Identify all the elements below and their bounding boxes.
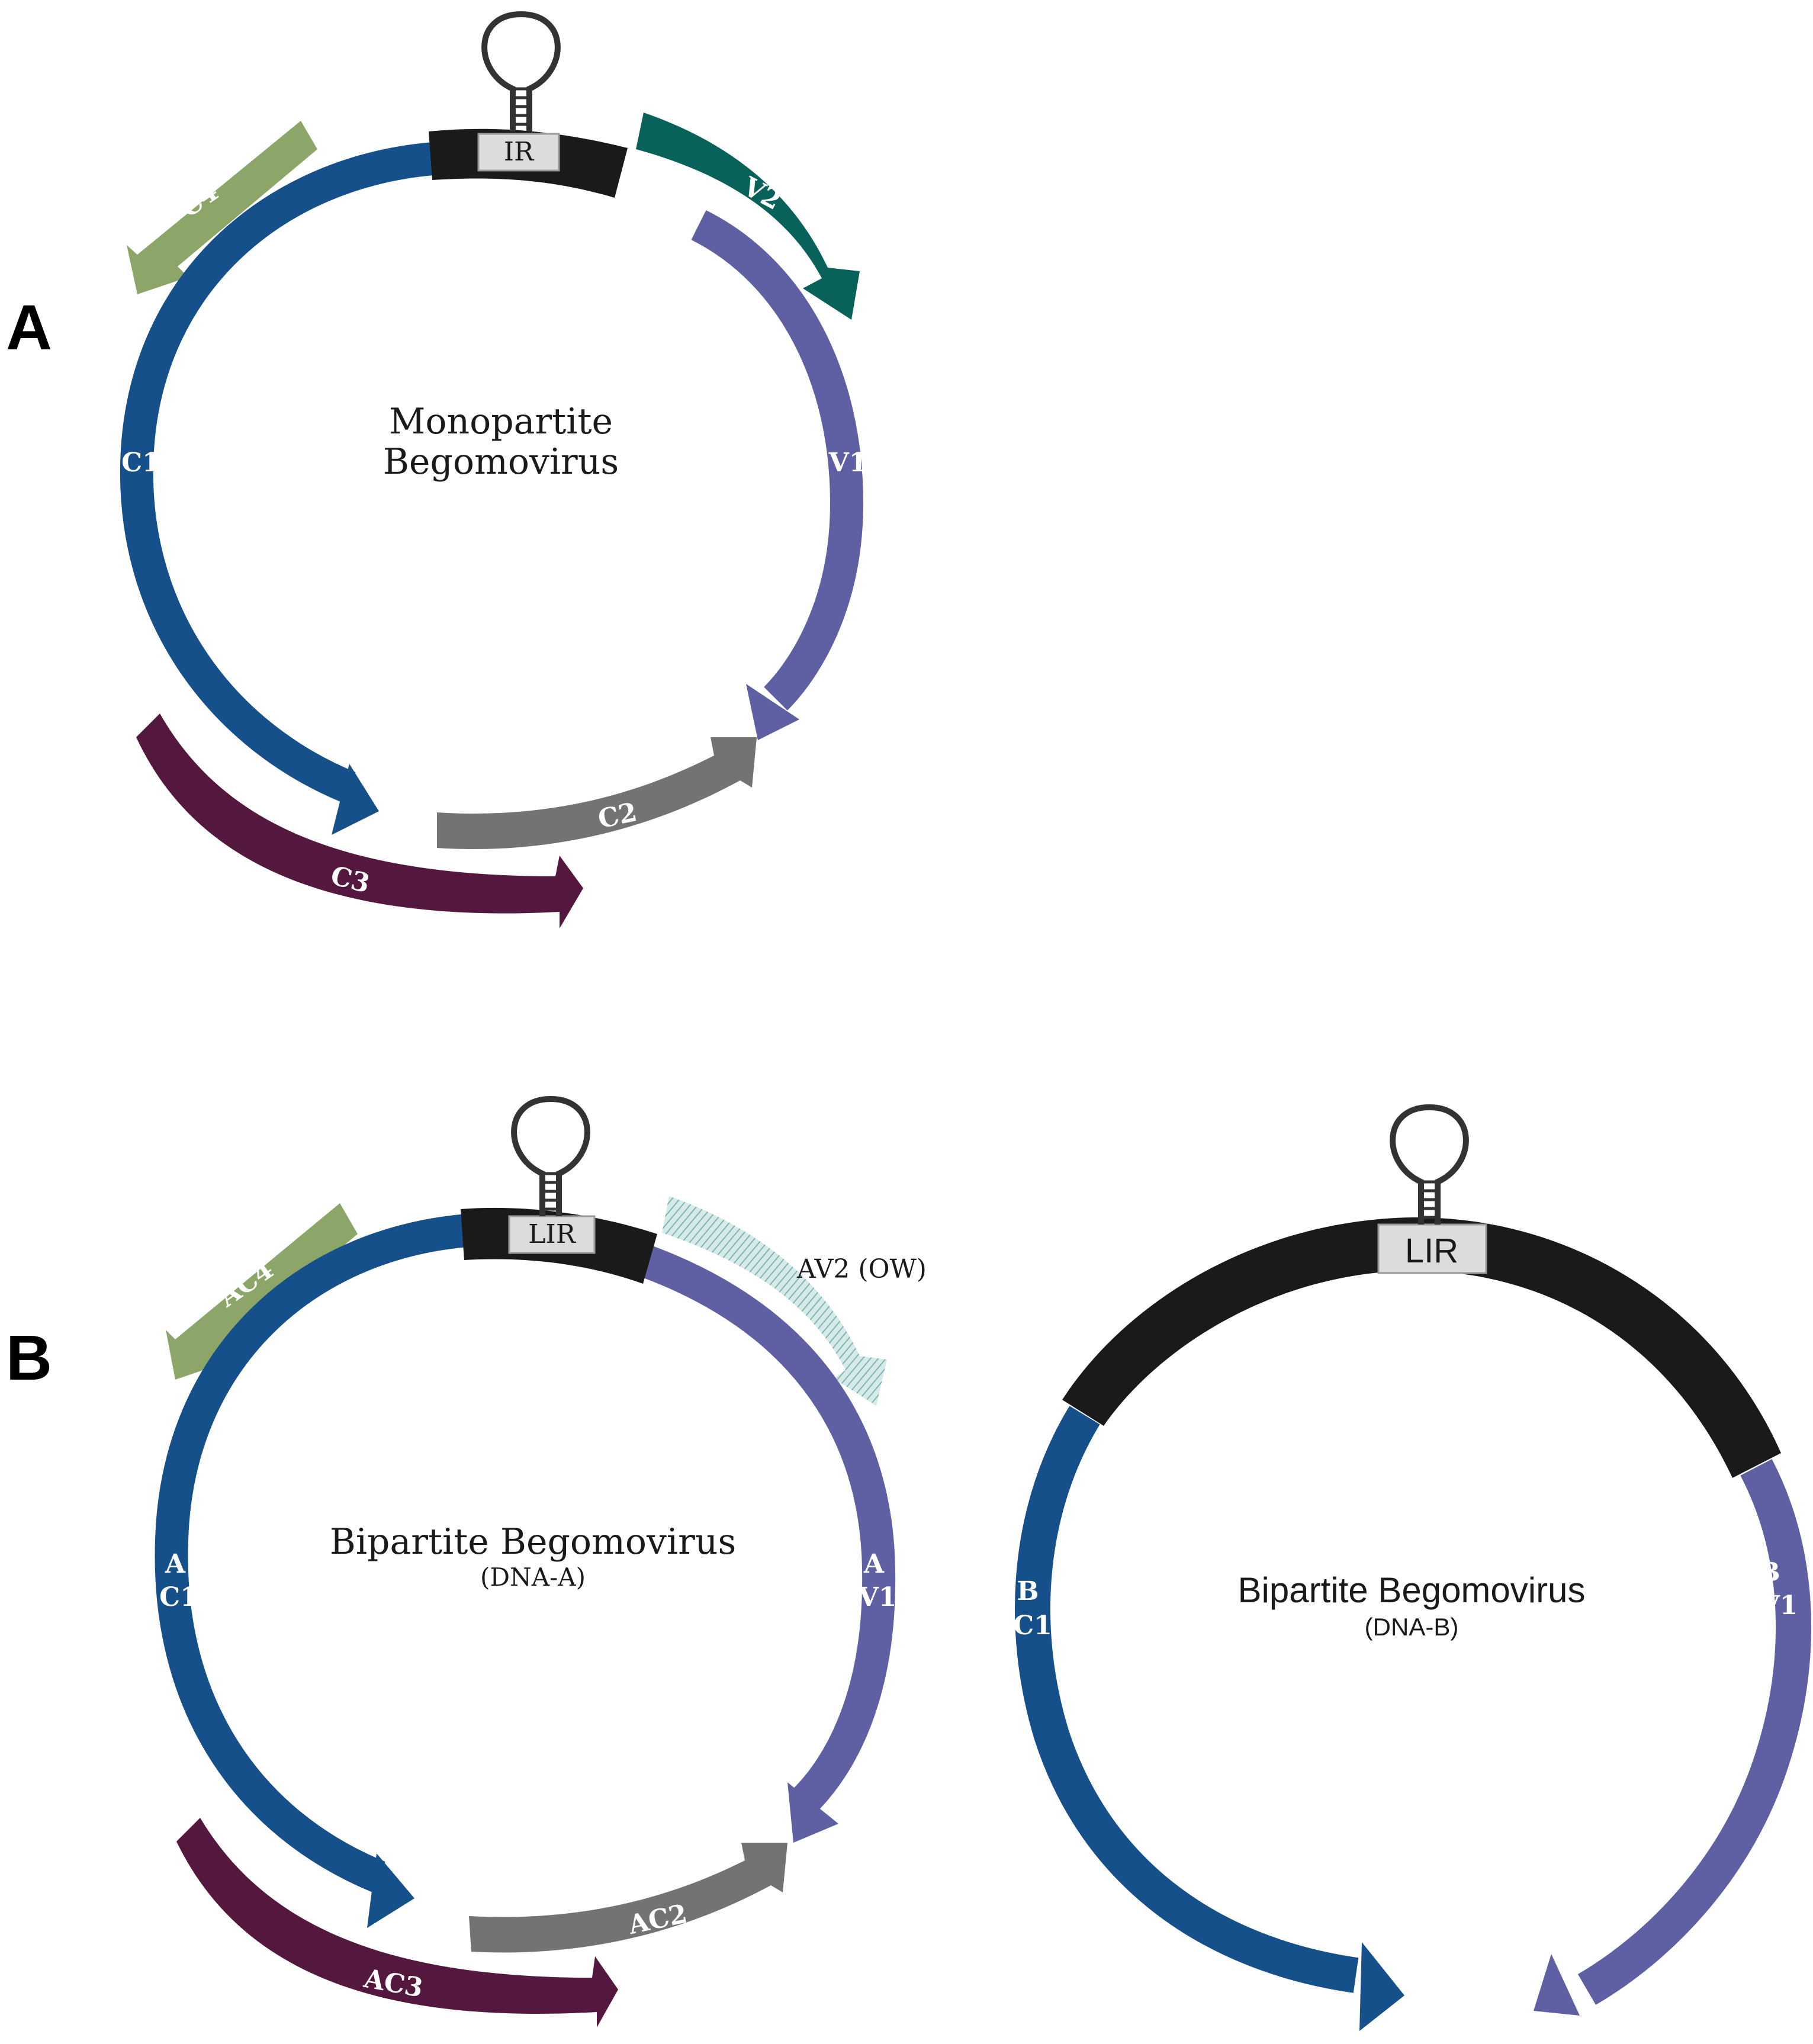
panel-letter-b: B <box>6 1322 52 1393</box>
lir-block-b <box>1062 1217 1781 1478</box>
ir-label-box <box>477 133 560 172</box>
av2-arrow <box>662 1196 887 1406</box>
gene-label-ac1-c1: C1 <box>159 1582 198 1612</box>
v1-arrowhead <box>746 684 799 740</box>
bv1-arc <box>1577 1459 1811 2005</box>
dna-b-title: Bipartite Begomovirus <box>1238 1570 1586 1610</box>
monopartite-title-2: Begomovirus <box>383 441 619 483</box>
gene-label-av2: AV2 (OW) <box>796 1254 927 1284</box>
c3-arrow <box>136 714 583 928</box>
lir-label-box-b <box>1377 1223 1487 1274</box>
gene-label-av1-a: A <box>863 1549 885 1579</box>
gene-label-av1-v1: V1 <box>858 1582 897 1612</box>
bc1-arc <box>1014 1406 1359 1993</box>
lir-label-a: LIR <box>528 1219 577 1249</box>
v1-arc <box>691 210 864 711</box>
c2-arrow <box>437 737 757 849</box>
c1-arrowhead <box>332 764 379 835</box>
av1-arrowhead <box>787 1782 838 1843</box>
gene-label-ac1-a: A <box>165 1549 186 1579</box>
lir-label-box-a <box>508 1215 596 1254</box>
dna-b-genome: LIR B C1 B V1 Bipartite Begomovirus (DNA… <box>1013 1104 1811 2031</box>
ac1-arrowhead <box>367 1853 414 1928</box>
bc1-arrowhead <box>1359 1942 1404 2031</box>
c1-arc <box>120 142 435 803</box>
monopartite-genome: IR C4 V2 C1 V1 C2 C3 Monopartite Begomov… <box>120 11 867 928</box>
hairpin-icon <box>511 1095 590 1216</box>
dna-a-genome: LIR AC4 AV2 (OW) A C1 A V1 AC2 AC3 Bipar… <box>155 1095 927 2027</box>
ac3-arrow <box>176 1818 618 2027</box>
ir-label: IR <box>504 137 535 167</box>
gene-label-bv1-b: B <box>1758 1557 1780 1587</box>
dna-b-subtitle: (DNA-B) <box>1365 1613 1459 1641</box>
ac2-arrow <box>469 1843 787 1953</box>
av1-arc <box>637 1244 896 1812</box>
panel-letter-a: A <box>6 291 52 363</box>
dna-a-title: Bipartite Begomovirus <box>330 1521 736 1563</box>
hairpin-icon <box>481 11 561 131</box>
gene-label-v1: V1 <box>828 448 867 478</box>
gene-label-bc1-b: B <box>1017 1576 1039 1606</box>
hairpin-icon <box>1390 1104 1469 1225</box>
dna-a-subtitle: (DNA-A) <box>480 1563 586 1592</box>
v2-arrow <box>636 113 860 320</box>
c4-arrow <box>127 121 317 294</box>
ac1-arc <box>155 1214 470 1892</box>
gene-label-bc1-c1: C1 <box>1013 1611 1052 1641</box>
monopartite-title: Monopartite <box>389 401 613 442</box>
lir-label-b: LIR <box>1405 1232 1458 1270</box>
gene-label-c1: C1 <box>121 448 160 478</box>
bv1-arrowhead <box>1534 1954 1580 2016</box>
ac4-arrow <box>166 1203 358 1380</box>
gene-label-bv1-v1: V1 <box>1759 1590 1798 1621</box>
